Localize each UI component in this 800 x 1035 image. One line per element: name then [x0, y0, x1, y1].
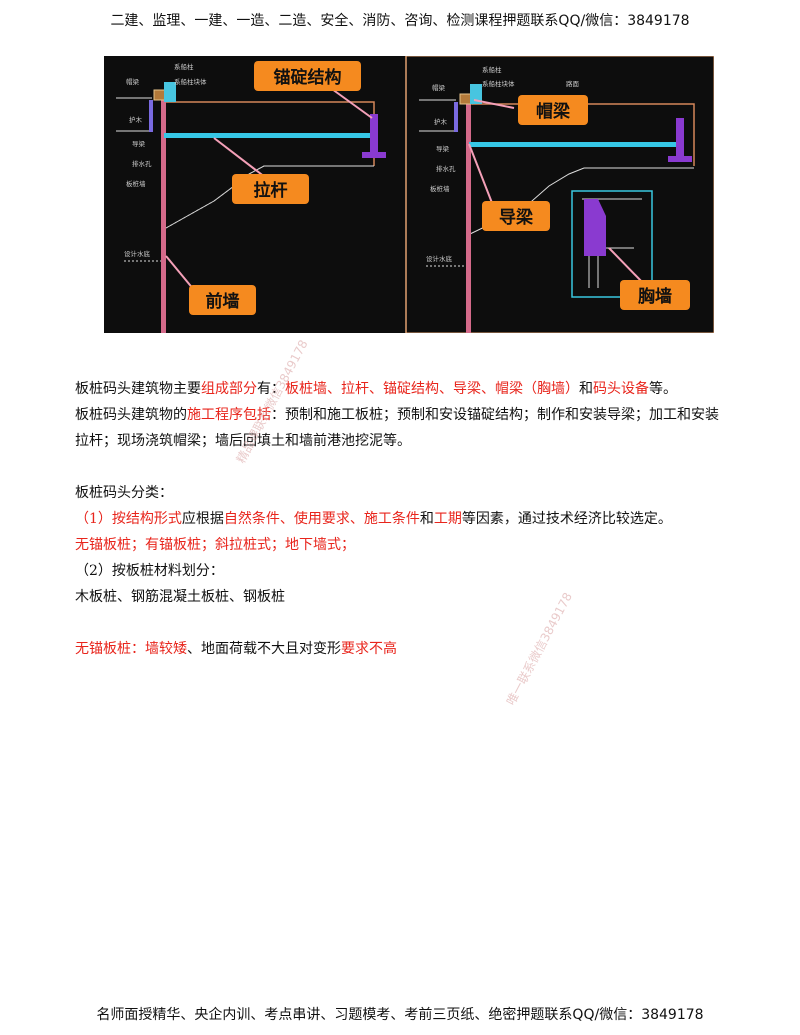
- para-components: 板桩码头建筑物主要组成部分有：板桩墙、拉杆、锚碇结构、导梁、帽梁（胸墙）和码头设…: [75, 381, 677, 397]
- para-procedure: 板桩码头建筑物的施工程序包括：预制和施工板桩；预制和安设锚碇结构；制作和安装导梁…: [75, 407, 719, 449]
- label-cap-beam: 帽梁: [536, 101, 571, 122]
- small-fender: 护木: [129, 115, 143, 124]
- page-header: 二建、监理、一建、一造、二造、安全、消防、咨询、检测课程押题联系QQ/微信：38…: [110, 13, 690, 29]
- small-bollard-r: 系船柱: [482, 65, 502, 74]
- sheet-pile-diagram: 锚碇结构 拉杆 前墙 帽梁 系船柱 系船柱块体 护木 导梁 排水孔 板桩墙 设计…: [104, 56, 714, 333]
- small-fender-r: 护木: [434, 117, 448, 126]
- small-guide-beam: 导梁: [132, 139, 146, 148]
- para-material-types: 木板桩、钢筋混凝土板桩、钢板桩: [75, 589, 285, 605]
- label-anchor: 锚碇结构: [274, 67, 342, 88]
- para-material: （2）按板桩材料划分：: [75, 563, 224, 579]
- label-guide-beam: 导梁: [499, 207, 534, 228]
- small-design-bottom: 设计水底: [124, 249, 151, 258]
- small-bollard-block: 系船柱块体: [174, 77, 207, 86]
- small-sheet-pile-wall: 板桩墙: [126, 179, 146, 188]
- small-bollard: 系船柱: [174, 62, 194, 71]
- label-breast-wall: 胸墙: [638, 286, 672, 307]
- para-structure-form: （1）按结构形式应根据自然条件、使用要求、施工条件和工期等因素，通过技术经济比较…: [75, 511, 672, 527]
- small-pavement: 路面: [566, 79, 580, 88]
- small-guide-beam-r: 导梁: [436, 144, 450, 153]
- small-cap-beam: 帽梁: [126, 77, 140, 86]
- para-classification: 板桩码头分类：: [75, 485, 173, 501]
- small-drain-hole-r: 排水孔: [436, 164, 456, 173]
- small-drain-hole: 排水孔: [132, 159, 152, 168]
- para-anchorless: 无锚板桩：墙较矮、地面荷载不大且对变形要求不高: [75, 641, 397, 657]
- small-bollard-block-r: 系船柱块体: [482, 79, 515, 88]
- small-sheet-pile-wall-r: 板桩墙: [430, 184, 450, 193]
- label-front-wall: 前墙: [206, 291, 240, 312]
- small-design-bottom-r: 设计水底: [426, 254, 453, 263]
- para-types: 无锚板桩；有锚板桩；斜拉桩式；地下墙式；: [75, 537, 355, 553]
- label-tie-rod: 拉杆: [254, 180, 288, 201]
- small-cap-beam-r: 帽梁: [432, 83, 446, 92]
- right-panel: 帽梁 导梁 胸墙 帽梁 系船柱 系船柱块体 路面 护木 导梁 排水孔 板桩墙 设…: [419, 65, 695, 333]
- left-panel: 锚碇结构 拉杆 前墙 帽梁 系船柱 系船柱块体 护木 导梁 排水孔 板桩墙 设计…: [116, 61, 386, 333]
- body-content: 板桩码头建筑物主要组成部分有：板桩墙、拉杆、锚碇结构、导梁、帽梁（胸墙）和码头设…: [75, 376, 725, 662]
- page-footer: 名师面授精华、央企内训、考点串讲、习题模考、考前三页纸、绝密押题联系QQ/微信：…: [96, 1007, 704, 1023]
